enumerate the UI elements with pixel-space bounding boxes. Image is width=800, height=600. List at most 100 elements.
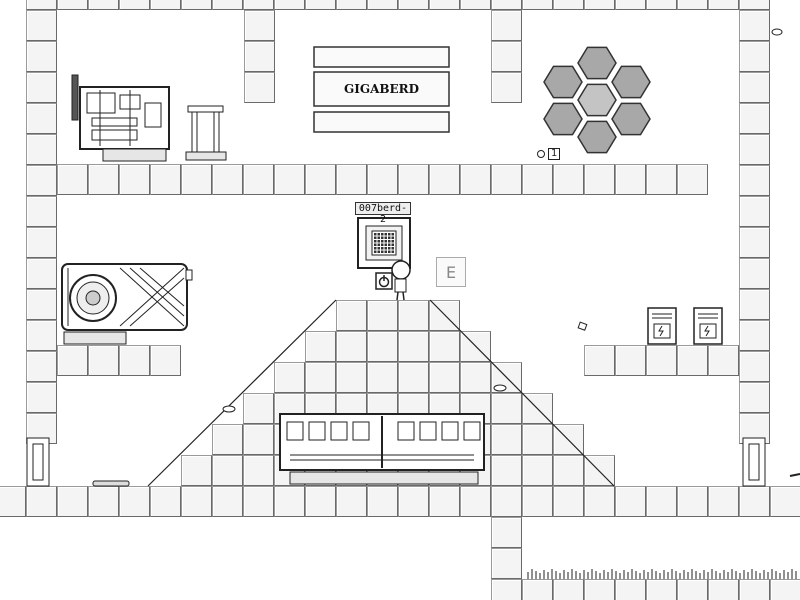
hex-cell [543,102,583,136]
wall-tile [398,300,429,331]
wall-tile [181,455,212,486]
wall-tile [305,164,336,195]
wall-tile [429,0,460,10]
graphics-card-icon[interactable] [61,263,193,345]
wall-tile [739,579,770,600]
wall-tile [212,0,243,10]
wall-tile [119,486,150,517]
wall-tile [26,258,57,289]
wall-tile [26,103,57,134]
wall-tile [243,393,274,424]
wall-tile [398,164,429,195]
wall-tile [88,345,119,376]
wall-tile [491,455,522,486]
wall-tile [460,362,491,393]
wall-tile [739,165,770,196]
pyramid-left-edge [147,299,337,487]
hex-cell [577,46,617,80]
ram-module-icon[interactable] [279,413,485,485]
wall-tile [243,486,274,517]
wall-tile [491,548,522,579]
floppy-pickup-icon[interactable] [92,480,130,487]
wall-tile [739,258,770,289]
wall-tile [677,486,708,517]
door-icon[interactable] [26,437,50,487]
wall-tile [646,0,677,10]
wall-tile [646,164,677,195]
wall-tile [646,486,677,517]
wall-tile [212,424,243,455]
power-supply-icon[interactable] [647,307,677,345]
wall-tile [274,362,305,393]
ram-chip [441,421,459,441]
wall-tile [677,164,708,195]
wall-tile [708,345,739,376]
wall-tile [336,486,367,517]
wall-tile [243,455,274,486]
wall-tile [367,0,398,10]
motherboard-icon[interactable] [71,74,170,162]
wall-tile [181,0,212,10]
wall-tile [0,486,26,517]
wall-tile [584,345,615,376]
wall-tile [491,486,522,517]
wall-tile [491,424,522,455]
wall-tile [305,331,336,362]
wall-tile [398,331,429,362]
wall-tile [491,517,522,548]
wall-tile [522,424,553,455]
interact-key-prompt[interactable]: E [436,257,466,287]
wall-tile [244,41,275,72]
wall-tile [305,362,336,393]
pyramid-right-edge [429,299,615,487]
wall-tile [26,41,57,72]
wall-tile [398,0,429,10]
counter-value: 1 [548,148,561,160]
power-button-icon[interactable] [375,272,393,290]
wall-tile [491,72,522,103]
wall-tile [274,0,305,10]
wall-tile [181,486,212,517]
wall-tile [522,579,553,600]
wall-tile [244,10,275,41]
wall-tile [584,0,615,10]
wall-tile [584,579,615,600]
wall-tile [367,331,398,362]
wall-tile [615,164,646,195]
hex-cell [611,65,651,99]
wall-tile [522,164,553,195]
wall-tile [244,72,275,103]
wall-tile [584,164,615,195]
wall-tile [646,579,677,600]
wall-tile [305,0,336,10]
wall-tile [677,579,708,600]
wall-tile [739,0,770,10]
hex-cell [543,65,583,99]
wall-tile [553,0,584,10]
wall-tile [739,351,770,382]
door-icon[interactable] [742,437,766,487]
wall-tile [770,486,800,517]
wall-tile [739,382,770,413]
wall-tile [336,362,367,393]
wall-tile [429,331,460,362]
wall-tile [26,486,57,517]
power-supply-icon[interactable] [693,307,723,345]
wall-tile [150,164,181,195]
wall-tile [274,164,305,195]
player-character[interactable] [391,260,411,301]
wall-tile [26,10,57,41]
wall-tile [615,0,646,10]
wall-tile [212,164,243,195]
wall-tile [429,486,460,517]
wall-tile [615,486,646,517]
wall-tile [367,486,398,517]
cpu-chip-icon[interactable] [357,217,411,269]
wall-tile [88,164,119,195]
wall-tile [615,345,646,376]
wall-tile [243,164,274,195]
wall-tile [491,0,522,10]
wall-tile [212,455,243,486]
ram-chip [286,421,304,441]
ram-chip [397,421,415,441]
